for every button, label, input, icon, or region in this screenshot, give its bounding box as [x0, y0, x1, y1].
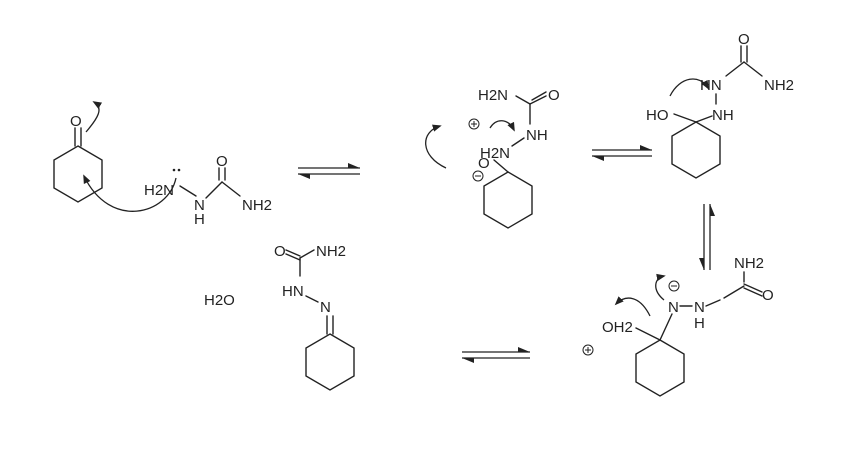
lone-pair-dot: [172, 168, 176, 172]
curved-arrow-proton-transfer: [425, 124, 447, 169]
intermediate-h: H: [694, 315, 705, 332]
cyclohexanone: O: [53, 113, 103, 203]
semicarbazide: H2N N H O NH2: [144, 153, 272, 228]
semicarbazone-n: N: [320, 299, 331, 316]
semicarbazide-carbonyl-o: O: [216, 153, 228, 170]
plus-charge-icon: [468, 118, 480, 130]
carbinolamine-nh: NH: [712, 107, 734, 124]
minus-charge-icon: [668, 280, 680, 292]
curved-arrow-nh-to-n: [489, 120, 515, 132]
semicarbazide-nh2: NH2: [242, 197, 272, 214]
plus-charge-icon: [582, 344, 594, 356]
semicarbazone-product: O NH2 HN N: [274, 243, 355, 391]
zwitterion-nh: NH: [526, 127, 548, 144]
curved-arrow-carbonyl-to-oxygen: [85, 101, 103, 133]
semicarbazide-amine-label: H2N: [144, 182, 174, 199]
lone-pair-dot: [177, 168, 181, 172]
intermediate-oh2: OH2: [602, 319, 633, 336]
semicarbazone-nh2: NH2: [316, 243, 346, 260]
curved-arrow-water-leaving: [614, 296, 651, 317]
intermediate-nh2: NH2: [734, 255, 764, 272]
equilibrium-arrow-2: [592, 145, 652, 161]
zwitterion-carbonyl-o: O: [548, 87, 560, 104]
semicarbazone-carbonyl-o: O: [274, 243, 286, 260]
carbinolamine: O NH2 HN NH HO: [646, 31, 794, 179]
carbinolamine-carbonyl-o: O: [738, 31, 750, 48]
intermediate-carbonyl-o: O: [762, 287, 774, 304]
semicarbazide-h-label: H: [194, 211, 205, 228]
water-product: H2O: [204, 292, 235, 309]
zwitterion-nh2: H2N: [478, 87, 508, 104]
zwitterion-o-minus: O: [478, 155, 490, 172]
carbinolamine-ho: HO: [646, 107, 669, 124]
equilibrium-arrow-3: [699, 204, 715, 270]
semicarbazide-nh-label: N: [194, 197, 205, 214]
curved-arrow-n-lone-pair: [655, 273, 666, 301]
carbinolamine-hn: HN: [700, 77, 722, 94]
intermediate-n-right: N: [694, 299, 705, 316]
protonated-intermediate: NH2 O N H N OH2: [602, 255, 774, 397]
equilibrium-arrow-4: [462, 347, 530, 363]
carbinolamine-nh2: NH2: [764, 77, 794, 94]
minus-charge-icon: [472, 170, 484, 182]
equilibrium-arrow-1: [298, 163, 360, 179]
curved-arrow-nitrogen-attack: [83, 174, 177, 212]
intermediate-n-minus: N: [668, 299, 679, 316]
semicarbazone-hn: HN: [282, 283, 304, 300]
tetrahedral-zwitterion: H2N O NH H2N O: [425, 87, 560, 229]
ketone-oxygen: O: [70, 113, 82, 130]
zwitterion-h2n-plus: H2N: [480, 145, 510, 162]
curved-arrow-oh-lone-pair: [669, 78, 709, 97]
